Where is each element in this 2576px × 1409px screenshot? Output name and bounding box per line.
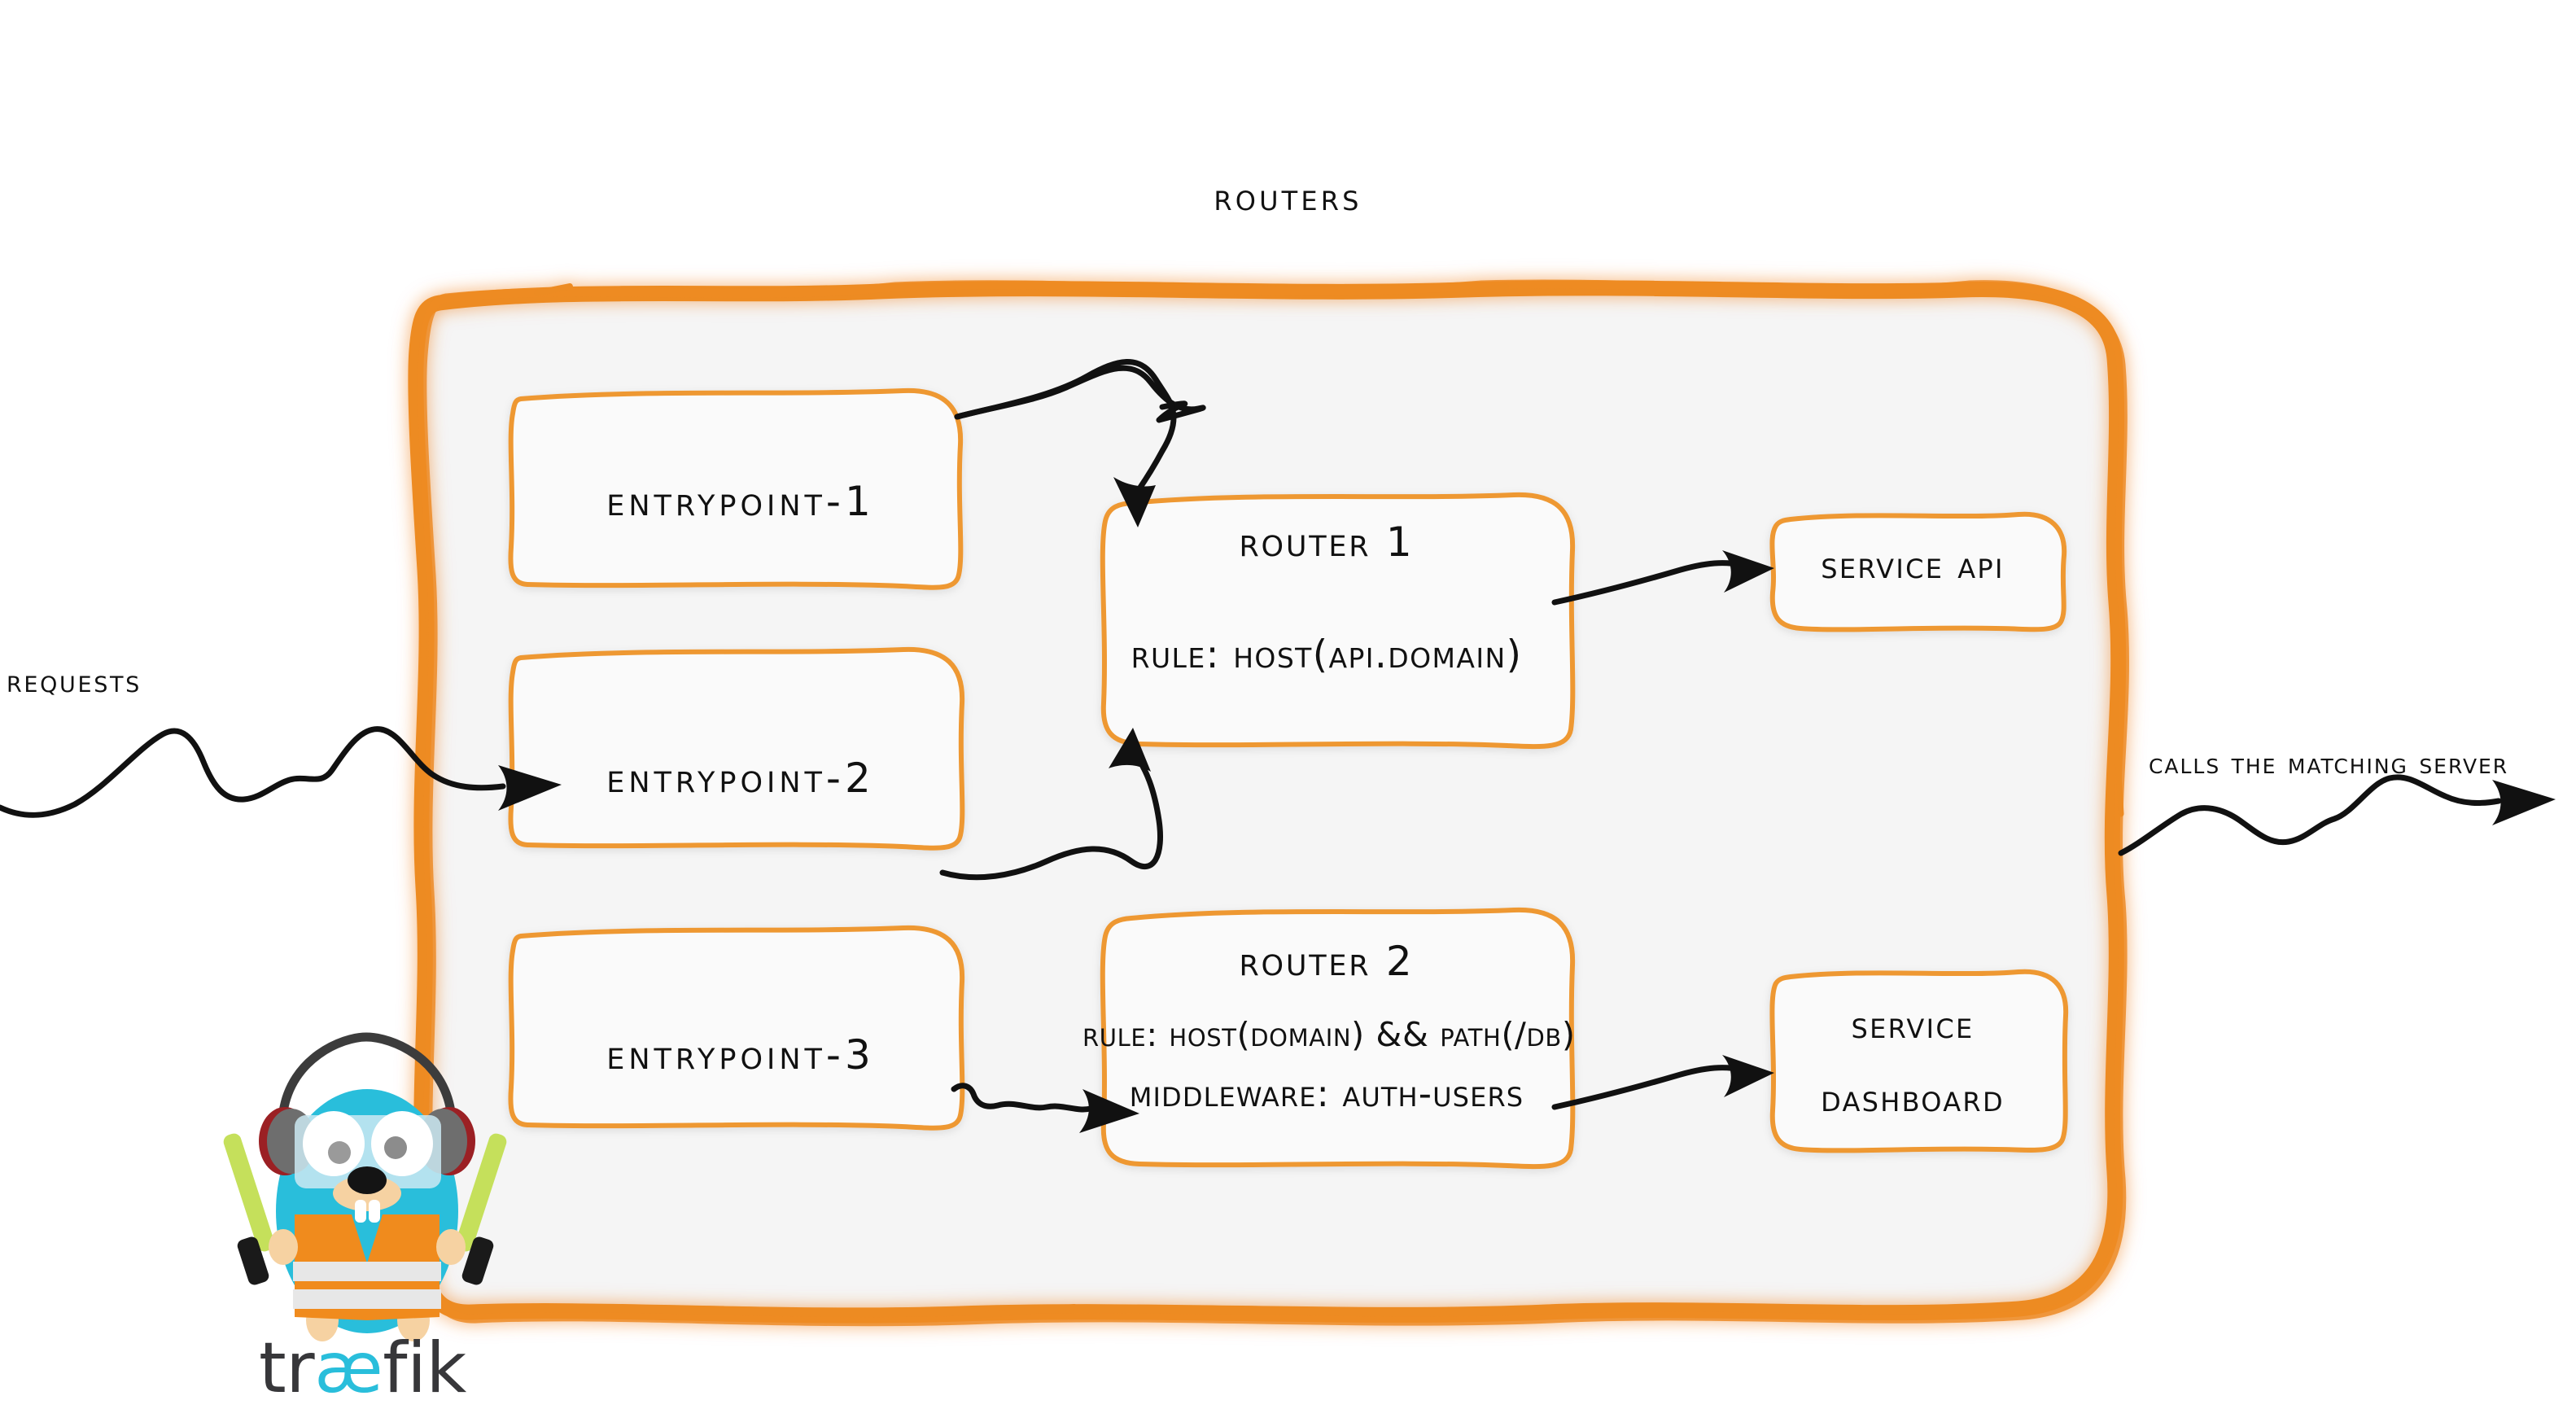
router-1-title: Router 1 xyxy=(1239,519,1415,566)
baton-left-icon xyxy=(223,1133,275,1285)
entrypoint-1-label: entrypoint-1 xyxy=(606,478,875,525)
traefik-wordmark-ae: æ xyxy=(314,1328,383,1409)
calls-the-matching-server-label: Calls the matching server xyxy=(2149,747,2509,781)
gopher-goggles xyxy=(295,1115,441,1188)
traefik-gopher-mascot xyxy=(223,1032,507,1341)
entrypoint-3-box[interactable] xyxy=(508,925,965,1131)
gopher-safety-vest xyxy=(293,1214,441,1320)
arrow-ep1-to-router1 xyxy=(954,359,1206,527)
gopher-eye-right xyxy=(371,1111,433,1176)
gopher-hand-left xyxy=(269,1229,298,1265)
gopher-tooth-left xyxy=(355,1200,366,1223)
gopher-tooth-right xyxy=(369,1200,380,1223)
routers-container xyxy=(408,279,2129,1327)
arrow-calls-out xyxy=(2118,774,2556,856)
service-boxes xyxy=(1769,511,2069,1153)
traefik-wordmark-part1: tr xyxy=(259,1328,315,1409)
routers-container-border-pass2 xyxy=(418,279,2129,1327)
service-api-label: Service API xyxy=(1821,543,2005,587)
page-title: Routers xyxy=(1214,175,1362,219)
gopher-nose xyxy=(348,1166,387,1194)
router-1-rule: rule: Host(api.domain) xyxy=(1131,632,1523,677)
entrypoint-2-label: entrypoint-2 xyxy=(606,755,875,802)
headphone-band-icon xyxy=(278,1032,456,1117)
router-2-title: Router 2 xyxy=(1239,938,1415,985)
gopher-body xyxy=(276,1089,458,1333)
gopher-eye-left xyxy=(303,1111,365,1176)
entrypoint-3-label: entrypoint-3 xyxy=(606,1031,875,1079)
entrypoint-2-box[interactable] xyxy=(508,646,965,851)
service-dashboard-box[interactable] xyxy=(1769,969,2069,1153)
router-2-middleware: Middleware: auth-users xyxy=(1129,1072,1524,1115)
baton-right-icon xyxy=(455,1133,507,1285)
router-boxes xyxy=(1100,492,1576,1170)
requests-label: Requests xyxy=(7,663,142,699)
headphone-left-icon xyxy=(259,1107,316,1175)
gopher-snout xyxy=(333,1175,401,1211)
headphone-right-icon xyxy=(418,1107,475,1175)
gopher-hand-right xyxy=(436,1229,466,1265)
arrow-router2-to-service-dashboard xyxy=(1551,1055,1774,1110)
arrow-router1-to-service-api xyxy=(1551,550,1774,606)
service-dashboard-label-line2: Dashboard xyxy=(1821,1076,2005,1120)
arrow-ep2-to-router1 xyxy=(939,728,1163,881)
service-dashboard-label-line1: Service xyxy=(1851,1003,1975,1047)
traefik-wordmark-part3: fik xyxy=(383,1328,466,1409)
router-2-rule: rule: Host(domain) && Path(/db) xyxy=(1082,1015,1576,1054)
traefik-wordmark: træfik xyxy=(259,1333,466,1403)
arrow-requests-in xyxy=(0,726,562,818)
